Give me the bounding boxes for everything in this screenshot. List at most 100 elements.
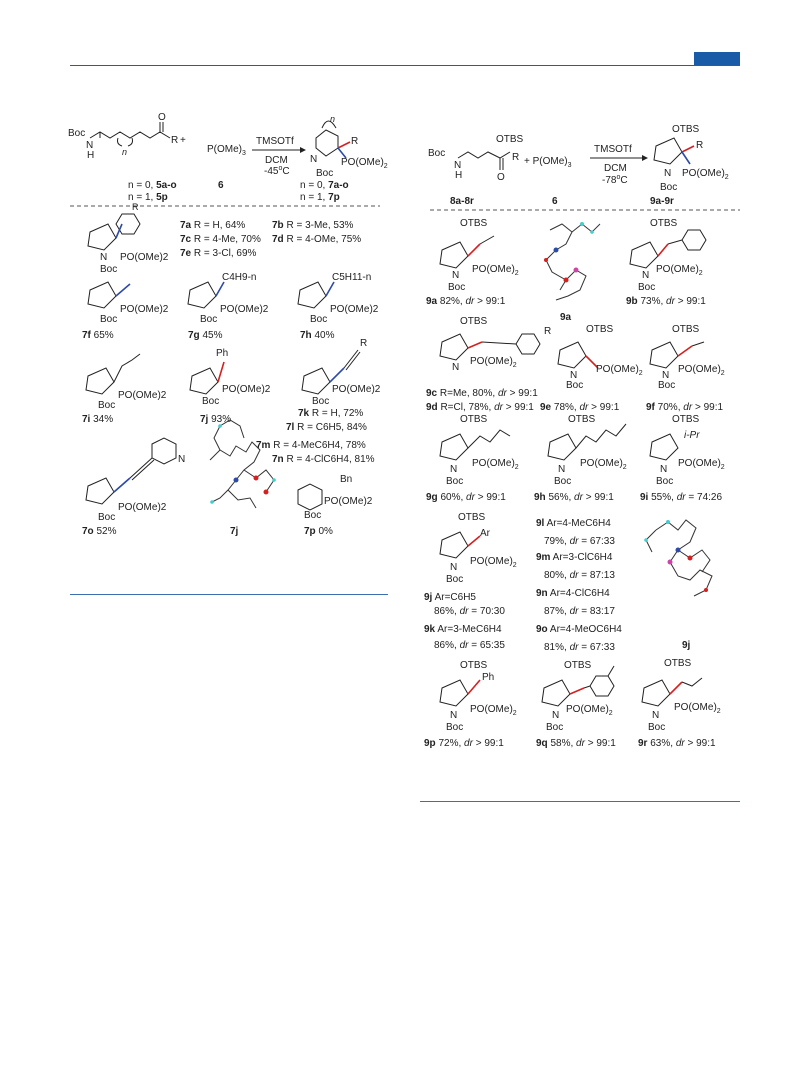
right-entry-9o: 9o Ar=4-MeOC6H4 <box>536 624 622 635</box>
left-entry-7o: 7o 52% <box>82 526 117 537</box>
right-entry-9l-yield: 79%, dr = 67:33 <box>544 536 615 547</box>
left-entry-7b: 7b R = 3-Me, 53% <box>272 220 354 231</box>
right-9r-otbs: OTBS <box>664 658 692 669</box>
left-7i-boc: Boc <box>98 400 115 411</box>
right-reactant-n: N <box>454 160 461 171</box>
right-entry-9k-yield: 86%, dr = 65:35 <box>434 640 505 651</box>
left-scheme: Boc N H n O R + P(OMe)3 TMSOTf DCM -45oC… <box>68 112 388 537</box>
left-7j-ph: Ph <box>216 348 228 359</box>
right-9j-otbs: OTBS <box>458 512 486 523</box>
left-label-5ao: n = 0, 5a-o <box>128 180 177 191</box>
right-entry-9h: 9h 56%, dr > 99:1 <box>534 492 614 503</box>
header-rule <box>70 65 740 66</box>
left-catalyst: TMSOTf <box>256 136 294 147</box>
left-7o-po: PO(OMe)2 <box>118 502 167 513</box>
left-entry-7p: 7p 0% <box>304 526 333 537</box>
right-9e-boc: Boc <box>566 380 583 391</box>
right-9p-n: N <box>450 710 457 721</box>
right-solvent: DCM <box>604 163 627 174</box>
right-temp: -78oC <box>602 174 628 186</box>
right-9a-alkyne <box>479 235 495 245</box>
right-reactant-boc: Boc <box>428 148 445 159</box>
right-reactant-r: R <box>512 152 519 163</box>
left-entry-7a: 7a R = H, 64% <box>180 220 245 231</box>
right-9p-ph: Ph <box>482 672 494 683</box>
right-9r-boc: Boc <box>648 722 665 733</box>
left-reagent: P(OMe)3 <box>207 144 246 157</box>
right-entry-9n: 9n Ar=4-ClC6H4 <box>536 588 610 599</box>
left-7g-po: PO(OMe)2 <box>220 304 269 315</box>
left-reactant-boc: Boc <box>68 128 85 139</box>
left-product-r: R <box>351 136 358 147</box>
right-reactant-otbs: OTBS <box>496 134 524 145</box>
right-arrow-head <box>642 155 648 161</box>
right-reactant-h: H <box>455 170 462 181</box>
right-entry-9g: 9g 60%, dr > 99:1 <box>426 492 506 503</box>
right-9h-chain <box>575 423 627 449</box>
right-9b-alkyne <box>667 239 683 245</box>
left-7a-blue <box>115 223 123 239</box>
right-9h-boc: Boc <box>554 476 571 487</box>
right-9b-otbs: OTBS <box>650 218 678 229</box>
right-9j-boc: Boc <box>446 574 463 585</box>
left-entry-7f: 7f 65% <box>82 330 114 341</box>
right-entry-9d: 9d R=Cl, 78%, dr > 99:1 <box>426 402 534 413</box>
left-7h-po: PO(OMe)2 <box>330 304 379 315</box>
left-7a-po: PO(OMe)2 <box>120 252 169 263</box>
right-9p-otbs: OTBS <box>460 660 488 671</box>
left-7p-po: PO(OMe)2 <box>324 496 373 507</box>
left-arrow-head <box>300 147 306 153</box>
right-9a-n: N <box>452 270 459 281</box>
left-7g-blue <box>215 281 225 297</box>
left-reactant <box>89 122 171 147</box>
left-7a-n: N <box>100 252 107 263</box>
right-9q-boc: Boc <box>546 722 563 733</box>
right-label-9: 9a-9r <box>650 196 674 207</box>
right-9e-otbs: OTBS <box>586 324 614 335</box>
right-9i-boc: Boc <box>656 476 673 487</box>
right-9r-po: PO(OMe)2 <box>674 702 721 715</box>
right-row1-rings <box>439 229 707 269</box>
right-entry-9l: 9l Ar=4-MeC6H4 <box>536 518 611 529</box>
right-product-po: PO(OMe)2 <box>682 168 729 181</box>
right-entry-9a: 9a 82%, dr > 99:1 <box>426 296 506 307</box>
right-9f-po: PO(OMe)2 <box>678 364 725 377</box>
xray-9j <box>645 519 713 597</box>
right-entry-9k: 9k Ar=3-MeC6H4 <box>424 624 502 635</box>
right-9c-n: N <box>452 362 459 373</box>
left-product-ring <box>315 120 339 157</box>
left-7f-boc: Boc <box>100 314 117 325</box>
right-row3-rings <box>439 433 679 461</box>
left-label-7j-xray: 7j <box>230 526 239 537</box>
left-7i-po: PO(OMe)2 <box>118 390 167 401</box>
right-9r-allyl <box>681 677 703 687</box>
right-product-ring <box>653 137 683 165</box>
right-9h-otbs: OTBS <box>568 414 596 425</box>
xray-9a-atoms <box>544 222 594 283</box>
left-7j-po: PO(OMe)2 <box>222 384 271 395</box>
left-7f-blue <box>115 283 131 297</box>
right-product-red <box>681 145 695 153</box>
left-7o-n-pyr: N <box>178 454 185 465</box>
left-pyrrolidine-7a <box>87 213 141 251</box>
left-7o-blue <box>113 477 131 493</box>
right-9j-po: PO(OMe)2 <box>470 556 517 569</box>
left-label-7ao: n = 0, 7a-o <box>300 180 349 191</box>
xray-9a <box>545 223 601 301</box>
left-7k-blue <box>329 367 345 383</box>
right-9i-ipr: i-Pr <box>684 430 700 441</box>
right-label-6: 6 <box>552 196 558 207</box>
right-9b-red <box>657 243 669 257</box>
left-7o-alkyne-2 <box>131 459 155 481</box>
right-9b-boc: Boc <box>638 282 655 293</box>
left-label-7p: n = 1, 7p <box>300 192 340 203</box>
right-entry-9j: 9j Ar=C6H5 <box>424 592 476 603</box>
left-entry-7i: 7i 34% <box>82 414 113 425</box>
right-entry-9n-yield: 87%, dr = 83:17 <box>544 606 615 617</box>
left-reactant-nh: N <box>86 140 93 151</box>
left-7f-po: PO(OMe)2 <box>120 304 169 315</box>
left-7o-boc: Boc <box>98 512 115 523</box>
right-9p-red <box>467 679 481 695</box>
right-9b-po: PO(OMe)2 <box>656 264 703 277</box>
